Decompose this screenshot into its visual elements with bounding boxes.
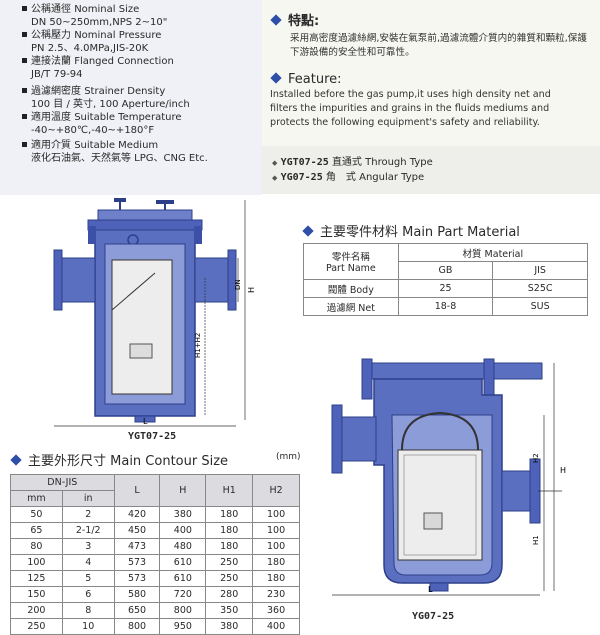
left-caption: YGT07-25 [128, 431, 177, 442]
col-header-h1: H1 [205, 474, 254, 507]
drain-plug [134, 415, 156, 423]
vent-cap [114, 198, 126, 202]
angular-type-drawing: H H2 H1 L [331, 358, 566, 596]
bolt [194, 226, 202, 244]
bullet-icon [22, 114, 27, 119]
table-row: 過濾網 Net 18-8 SUS [303, 297, 588, 316]
outlet-pipe [194, 257, 231, 303]
outlet-pipe [501, 470, 533, 512]
basket-handle [401, 411, 479, 451]
bullet-icon [22, 88, 27, 93]
table-row: 閥體 Body 25 S25C [303, 279, 588, 298]
basket-divider [111, 272, 156, 311]
spec-item: 公稱通徑 Nominal Size [22, 3, 262, 16]
spec-value: DN 50~250mm,NPS 2~10" [31, 17, 168, 28]
mesh-patch [423, 512, 443, 530]
inlet-flange [53, 249, 63, 311]
strainer-basket [111, 259, 173, 395]
inlet-pipe [59, 257, 96, 303]
spec-item: 適用溫度 Suitable Temperature [22, 111, 262, 124]
gb-header: GB [397, 261, 494, 280]
basket-inner [403, 454, 477, 556]
diamond-icon [270, 72, 282, 84]
diamond-small-icon: ◆ [272, 159, 278, 167]
h-label: H [560, 466, 566, 475]
outlet-flange [227, 249, 237, 311]
spec-value: 100 目 / 英寸, 100 Aperture/inch [31, 99, 190, 110]
types-panel-bg [262, 146, 600, 194]
pressure-cap [156, 200, 174, 204]
bullet-icon [22, 32, 27, 37]
inlet-flange [331, 404, 343, 474]
features-panel-bg [262, 0, 600, 150]
feature-title-en: Feature: [270, 68, 342, 87]
feature-title-zh: 特點: [270, 10, 319, 29]
specs-panel-bg [0, 0, 262, 195]
spec-value: JB/T 79-94 [31, 69, 83, 80]
feature-text-zh: 采用高密度過濾絲網,安裝在氣泵前,過濾流體介質内的雜質和顆粒,保護下游設備的安全… [290, 33, 587, 58]
type-angular: ◆ YG07-25 角 式 Angular Type [272, 172, 425, 183]
dn-label: DN [234, 279, 242, 290]
feature-text-en: Installed before the gas pump,it uses hi… [270, 89, 551, 128]
drain-plug [429, 582, 449, 592]
through-type-drawing: DN H H1+H2 L [53, 198, 256, 427]
h1-label: H1 [532, 535, 540, 545]
bolt [361, 358, 373, 400]
col-header-l: L [113, 474, 161, 507]
diamond-small-icon: ◆ [272, 174, 278, 182]
h2-label: H2 [532, 453, 540, 463]
top-flange [87, 219, 203, 231]
bolt [483, 358, 495, 400]
bullet-icon [22, 6, 27, 11]
mesh-patch [129, 343, 153, 359]
l-label: L [143, 417, 148, 426]
spec-item: 過濾網密度 Strainer Density [22, 85, 262, 98]
type-through: ◆ YGT07-25 直通式 Through Type [272, 157, 433, 168]
bullet-icon [22, 58, 27, 63]
col-header-h: H [159, 474, 207, 507]
spec-item: 適用介質 Suitable Medium [22, 139, 262, 152]
specs-list: 公稱通徑 Nominal Size DN 50~250mm,NPS 2~10" … [22, 3, 262, 165]
material-header: 材質 Material [397, 243, 589, 262]
spec-item: 公稱壓力 Nominal Pressure [22, 29, 262, 42]
top-cover [97, 209, 193, 221]
unit-label: (mm) [276, 452, 301, 462]
right-caption: YG07-25 [412, 611, 455, 622]
diamond-icon [270, 14, 282, 26]
diamond-icon [10, 454, 22, 466]
bullet-icon [22, 142, 27, 147]
jis-header: JIS [492, 261, 588, 280]
spec-value: PN 2.5、4.0MPa,JIS-20K [31, 43, 149, 54]
h1h2-label: H1+H2 [194, 333, 202, 358]
top-cover [361, 362, 543, 380]
bolt [88, 226, 96, 244]
h-label: H [247, 287, 256, 293]
dimension-title: 主要外形尺寸 Main Contour Size [10, 450, 228, 469]
col-header-h2: H2 [252, 474, 300, 507]
strainer-basket [397, 449, 483, 561]
dn-jis-header: DN-JIS [10, 474, 115, 491]
in-header: in [61, 490, 115, 507]
mm-header: mm [10, 490, 63, 507]
spec-item: 連接法蘭 Flanged Connection [22, 55, 262, 68]
spec-value: 液化石油氣、天然氣等 LPG、CNG Etc. [31, 153, 208, 164]
l-label: L [428, 585, 433, 594]
diamond-icon [302, 225, 314, 237]
material-title: 主要零件材料 Main Part Material [302, 221, 520, 240]
spec-value: -40~+80℃,-40~+180°F [31, 125, 155, 136]
